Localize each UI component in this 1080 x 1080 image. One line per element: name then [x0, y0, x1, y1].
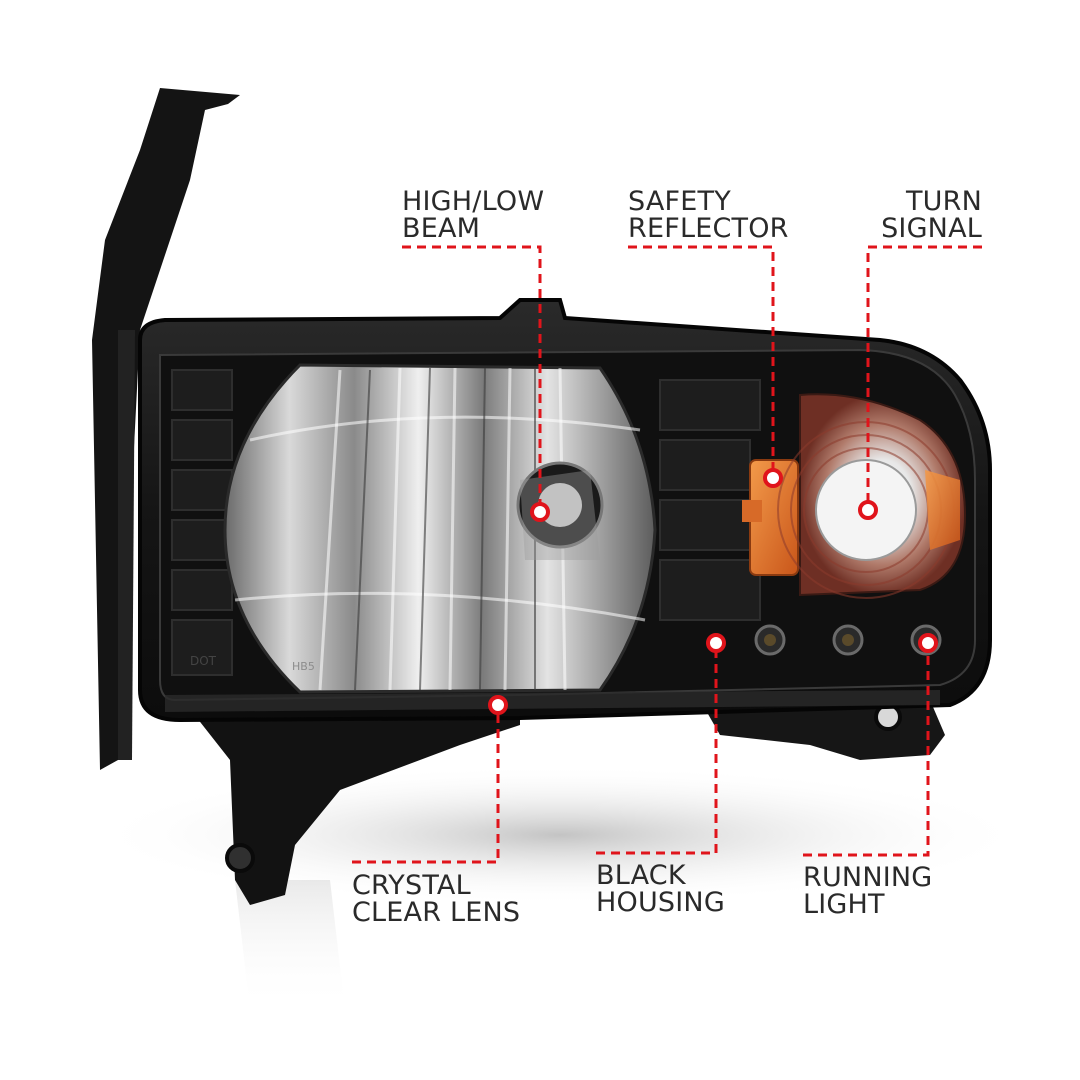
label-turn-signal-line2: SIGNAL — [881, 213, 982, 244]
lower-bracket — [175, 690, 520, 905]
label-safety-reflector: SAFETY REFLECTOR — [628, 188, 789, 242]
label-safety-reflector-line2: REFLECTOR — [628, 213, 789, 244]
leader-crystal-clear-lens — [352, 705, 500, 864]
lens-marking-hb: HB5 — [292, 660, 315, 673]
marker-black-housing — [706, 633, 726, 653]
marker-running-light — [918, 633, 938, 653]
marker-safety-reflector — [763, 468, 783, 488]
leader-high-low-beam — [402, 245, 542, 512]
label-black-housing-line1: BLACK — [596, 860, 686, 891]
marker-high-low-beam — [530, 502, 550, 522]
mounting-strip — [92, 88, 240, 770]
label-crystal-clear-lens-line2: CLEAR LENS — [352, 897, 521, 928]
leader-turn-signal — [866, 245, 982, 510]
leader-running-light — [803, 643, 930, 857]
label-high-low-beam: HIGH/LOW BEAM — [402, 188, 544, 242]
label-crystal-clear-lens: CRYSTAL CLEAR LENS — [352, 872, 520, 926]
label-running-light: RUNNING LIGHT — [803, 864, 932, 918]
reflection — [235, 880, 345, 1010]
label-high-low-beam-line2: BEAM — [402, 213, 481, 244]
label-turn-signal: TURN SIGNAL — [881, 188, 982, 242]
label-safety-reflector-line1: SAFETY — [628, 186, 731, 217]
leader-safety-reflector — [628, 245, 775, 478]
label-black-housing: BLACK HOUSING — [596, 862, 725, 916]
lens-marking-dot: DOT — [190, 654, 217, 668]
label-turn-signal-line1: TURN — [905, 186, 982, 217]
housing-fins — [171, 369, 761, 676]
mount-hole — [225, 843, 255, 873]
label-running-light-line2: LIGHT — [803, 889, 885, 920]
crystal-clear-lens-edge — [165, 690, 940, 712]
callout-markers — [488, 468, 938, 715]
label-black-housing-line2: HOUSING — [596, 887, 725, 918]
leader-black-housing — [596, 643, 718, 855]
label-crystal-clear-lens-line1: CRYSTAL — [352, 870, 471, 901]
label-high-low-beam-line1: HIGH/LOW — [402, 186, 545, 217]
label-running-light-line1: RUNNING — [803, 862, 933, 893]
marker-turn-signal — [858, 500, 878, 520]
high-low-beam-reflector — [223, 363, 657, 694]
leader-lines — [352, 245, 982, 864]
marker-crystal-clear-lens — [488, 695, 508, 715]
